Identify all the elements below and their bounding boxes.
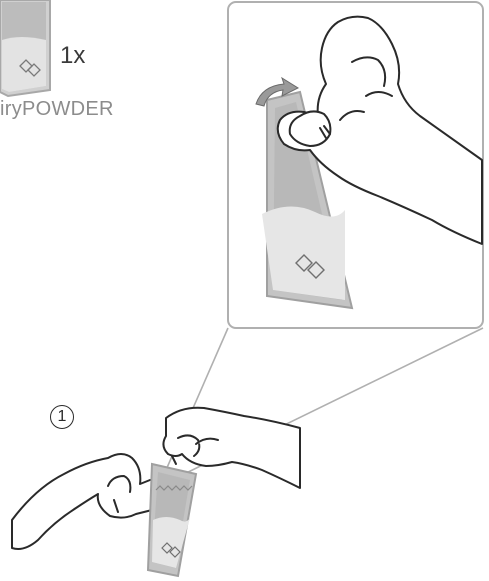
sachet-thumbnail — [0, 0, 50, 96]
sachet-main — [148, 464, 196, 576]
step-number-badge: 1 — [50, 405, 74, 429]
hand-left — [12, 454, 164, 549]
step-number: 1 — [58, 408, 67, 426]
quantity-label: 1x — [60, 42, 85, 70]
product-name-label: iryPOWDER — [0, 98, 114, 121]
